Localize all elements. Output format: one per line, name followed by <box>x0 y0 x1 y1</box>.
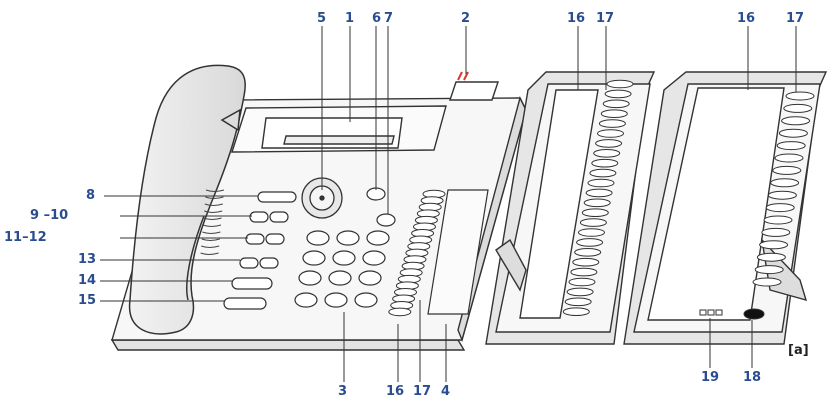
module2-small-buttons <box>699 309 723 316</box>
programmable-key[interactable] <box>595 139 623 148</box>
navigation-dial-icon <box>301 177 343 219</box>
programmable-key[interactable] <box>754 265 784 275</box>
label-3: 3 <box>338 384 348 399</box>
module2-black-key <box>743 308 765 320</box>
programmable-key[interactable] <box>564 297 592 307</box>
grille-slot <box>203 217 222 220</box>
programmable-key[interactable] <box>598 119 626 128</box>
label-17-module2: 17 <box>786 11 805 26</box>
label-5: 5 <box>317 11 327 26</box>
grille-slot <box>204 203 223 206</box>
grille-slot <box>205 189 225 192</box>
label-13: 13 <box>78 252 97 267</box>
programmable-key[interactable] <box>585 188 613 198</box>
keypad <box>294 230 390 308</box>
base-side-keys <box>388 189 446 317</box>
module1-keys <box>562 79 634 317</box>
programmable-key[interactable] <box>576 238 604 247</box>
programmable-key[interactable] <box>388 307 412 317</box>
programmable-key[interactable] <box>759 240 789 250</box>
programmable-key[interactable] <box>752 277 782 287</box>
label-8: 8 <box>86 188 96 203</box>
grille-slot <box>205 196 224 199</box>
label-1: 1 <box>345 11 355 26</box>
label-6: 6 <box>372 11 382 26</box>
grille-slot <box>201 238 220 241</box>
programmable-key[interactable] <box>568 277 596 287</box>
label-17-module1: 17 <box>596 11 615 26</box>
programmable-key[interactable] <box>606 79 634 89</box>
label-19: 19 <box>701 370 720 385</box>
programmable-key[interactable] <box>763 215 793 225</box>
programmable-key[interactable] <box>597 129 624 138</box>
label-7: 7 <box>384 11 394 26</box>
programmable-key[interactable] <box>756 252 786 262</box>
base-label-field <box>427 189 489 315</box>
programmable-key[interactable] <box>570 267 598 277</box>
message-led-icon <box>457 71 469 81</box>
programmable-key[interactable] <box>783 103 813 113</box>
programmable-key[interactable] <box>765 203 795 213</box>
programmable-key[interactable] <box>604 89 632 99</box>
label-4: 4 <box>441 384 451 399</box>
grille-slot <box>204 210 223 213</box>
programmable-key[interactable] <box>583 198 611 208</box>
programmable-key[interactable] <box>776 141 806 151</box>
label-16-base: 16 <box>386 384 405 399</box>
grille-slot <box>201 245 220 248</box>
label-2: 2 <box>461 11 471 26</box>
leader-lines <box>100 26 797 382</box>
programmable-key[interactable] <box>772 165 802 175</box>
programmable-key[interactable] <box>778 128 808 138</box>
label-11-12: 11–12 <box>4 230 47 245</box>
programmable-key[interactable] <box>579 218 607 227</box>
programmable-key[interactable] <box>600 109 628 118</box>
programmable-key[interactable] <box>602 99 630 109</box>
label-18: 18 <box>743 370 762 385</box>
label-15: 15 <box>78 293 97 308</box>
label-16-module1: 16 <box>567 11 586 26</box>
label-17-base: 17 <box>413 384 432 399</box>
grille-slot <box>202 224 222 227</box>
label-16-module2: 16 <box>737 11 756 26</box>
module1-label-field <box>519 89 599 319</box>
programmable-key[interactable] <box>574 248 602 257</box>
handset-icon <box>128 64 246 335</box>
grille-slot <box>200 252 219 255</box>
programmable-key[interactable] <box>581 208 609 217</box>
programmable-key[interactable] <box>572 257 600 267</box>
module2-display <box>647 87 785 321</box>
label-14: 14 <box>78 273 97 288</box>
programmable-key[interactable] <box>566 287 594 297</box>
call-end-icon <box>223 297 267 310</box>
programmable-key[interactable] <box>578 228 605 237</box>
programmable-key[interactable] <box>774 153 804 163</box>
programmable-key[interactable] <box>770 178 800 188</box>
figure-tag: [a] <box>788 343 809 358</box>
handset-grille <box>200 189 225 255</box>
programmable-key[interactable] <box>591 158 619 168</box>
programmable-key[interactable] <box>781 116 811 126</box>
programmable-key[interactable] <box>587 178 615 188</box>
label-9-10: 9 –10 <box>30 208 69 223</box>
call-accept-icon <box>231 277 273 290</box>
module2-keys <box>752 91 815 287</box>
function-keys <box>239 191 297 269</box>
grille-slot <box>202 231 221 234</box>
programmable-key[interactable] <box>761 227 791 237</box>
programmable-key[interactable] <box>589 168 617 178</box>
programmable-key[interactable] <box>593 149 621 158</box>
programmable-key[interactable] <box>562 307 590 317</box>
programmable-key[interactable] <box>767 190 797 200</box>
programmable-key[interactable] <box>785 91 815 101</box>
